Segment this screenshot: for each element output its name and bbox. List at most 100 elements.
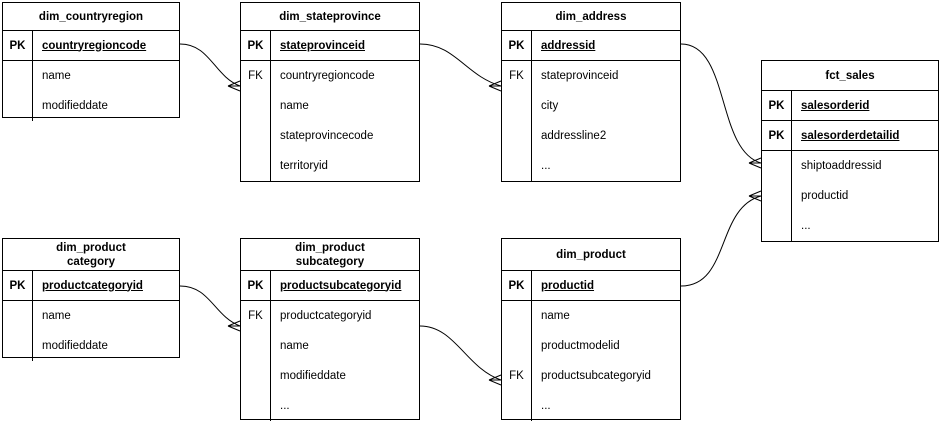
key-cell-empty <box>241 121 271 151</box>
attribute-row[interactable]: modifieddate <box>3 331 179 361</box>
primary-key-badge: PK <box>241 31 271 60</box>
attribute-row[interactable]: ... <box>502 391 680 421</box>
attribute-row[interactable]: ... <box>502 151 680 181</box>
primary-key-badge: PK <box>3 271 33 300</box>
attribute-row[interactable]: ... <box>762 211 938 241</box>
attribute-row[interactable]: shiptoaddressid <box>762 151 938 181</box>
relationship-line <box>419 325 502 381</box>
attribute-name: addressline2 <box>541 130 607 142</box>
attribute-row[interactable]: PK countryregioncode <box>3 31 179 61</box>
relationship-product-to-sales <box>672 190 762 291</box>
primary-key-badge: PK <box>241 271 271 300</box>
attribute-name: productsubcategoryid <box>280 279 402 292</box>
relationship-line <box>680 195 762 287</box>
attribute-name: ... <box>541 160 551 172</box>
entity-title-dim_countryregion: dim_countryregion <box>3 3 179 31</box>
entity-title-line: subcategory <box>295 255 365 268</box>
attribute-name: name <box>42 310 71 322</box>
attribute-name: name <box>541 310 570 322</box>
key-cell-empty <box>241 361 271 391</box>
key-cell-empty <box>502 121 532 151</box>
key-cell-empty <box>241 391 271 421</box>
attribute-name: name <box>42 70 71 82</box>
cardinality-many-crowfoot <box>227 80 241 92</box>
attribute-name: countryregioncode <box>42 39 147 52</box>
entity-title-line: dim_product <box>56 241 126 254</box>
entity-title-dim_product: dim_product <box>502 239 680 271</box>
key-cell-empty <box>3 331 33 361</box>
key-cell-empty <box>762 181 792 211</box>
attribute-row[interactable]: territoryid <box>241 151 419 181</box>
relationship-stateprovince-to-address <box>411 39 502 92</box>
relationship-productsubcategory-to-product <box>411 321 502 386</box>
foreign-key-badge: FK <box>502 61 532 91</box>
key-cell-empty <box>3 91 33 121</box>
attribute-row[interactable]: name <box>502 301 680 331</box>
cardinality-many-crowfoot <box>748 157 762 169</box>
entity-title-line: dim_address <box>555 10 627 23</box>
attribute-name: addressid <box>541 39 596 52</box>
cardinality-many-crowfoot <box>227 320 241 332</box>
attribute-name: productid <box>541 279 595 292</box>
attribute-row[interactable]: addressline2 <box>502 121 680 151</box>
attribute-row[interactable]: name <box>3 301 179 331</box>
relationship-line <box>680 43 762 164</box>
attribute-row[interactable]: ... <box>241 391 419 421</box>
attribute-name: stateprovinceid <box>280 39 365 52</box>
attribute-row[interactable]: name <box>241 91 419 121</box>
attribute-name: modifieddate <box>42 340 108 352</box>
key-cell-empty <box>762 151 792 181</box>
key-cell-empty <box>762 211 792 241</box>
primary-key-badge: PK <box>502 31 532 60</box>
key-cell-empty <box>241 91 271 121</box>
attribute-row[interactable]: name <box>241 331 419 361</box>
attribute-row[interactable]: city <box>502 91 680 121</box>
foreign-key-badge: FK <box>241 301 271 331</box>
attribute-name: ... <box>541 400 551 412</box>
attribute-row[interactable]: name <box>3 61 179 91</box>
attribute-group: PK countryregioncode name modifieddate <box>3 31 179 121</box>
relationship-line <box>419 43 502 87</box>
relationship-line <box>179 285 241 327</box>
entity-title-line: dim_product <box>295 241 365 254</box>
attribute-row[interactable]: modifieddate <box>241 361 419 391</box>
attribute-row[interactable]: PK productsubcategoryid <box>241 271 419 301</box>
entity-title-dim_address: dim_address <box>502 3 680 31</box>
primary-key-badge: PK <box>762 91 792 120</box>
attribute-row[interactable]: productmodelid <box>502 331 680 361</box>
attribute-row[interactable]: stateprovincecode <box>241 121 419 151</box>
attribute-name: ... <box>280 400 290 412</box>
key-cell-empty <box>502 151 532 181</box>
attribute-row[interactable]: productid <box>762 181 938 211</box>
primary-key-badge: PK <box>3 31 33 60</box>
foreign-key-badge: FK <box>241 61 271 91</box>
attribute-row[interactable]: modifieddate <box>3 91 179 121</box>
key-cell-empty <box>241 331 271 361</box>
attribute-row[interactable]: PK addressid <box>502 31 680 61</box>
attribute-name: stateprovincecode <box>280 130 374 142</box>
entity-title-line: category <box>67 255 115 268</box>
attribute-name: modifieddate <box>42 100 108 112</box>
key-cell-empty <box>3 301 33 331</box>
relationship-productcategory-to-subcategory <box>171 281 241 332</box>
attribute-row[interactable]: PK stateprovinceid <box>241 31 419 61</box>
